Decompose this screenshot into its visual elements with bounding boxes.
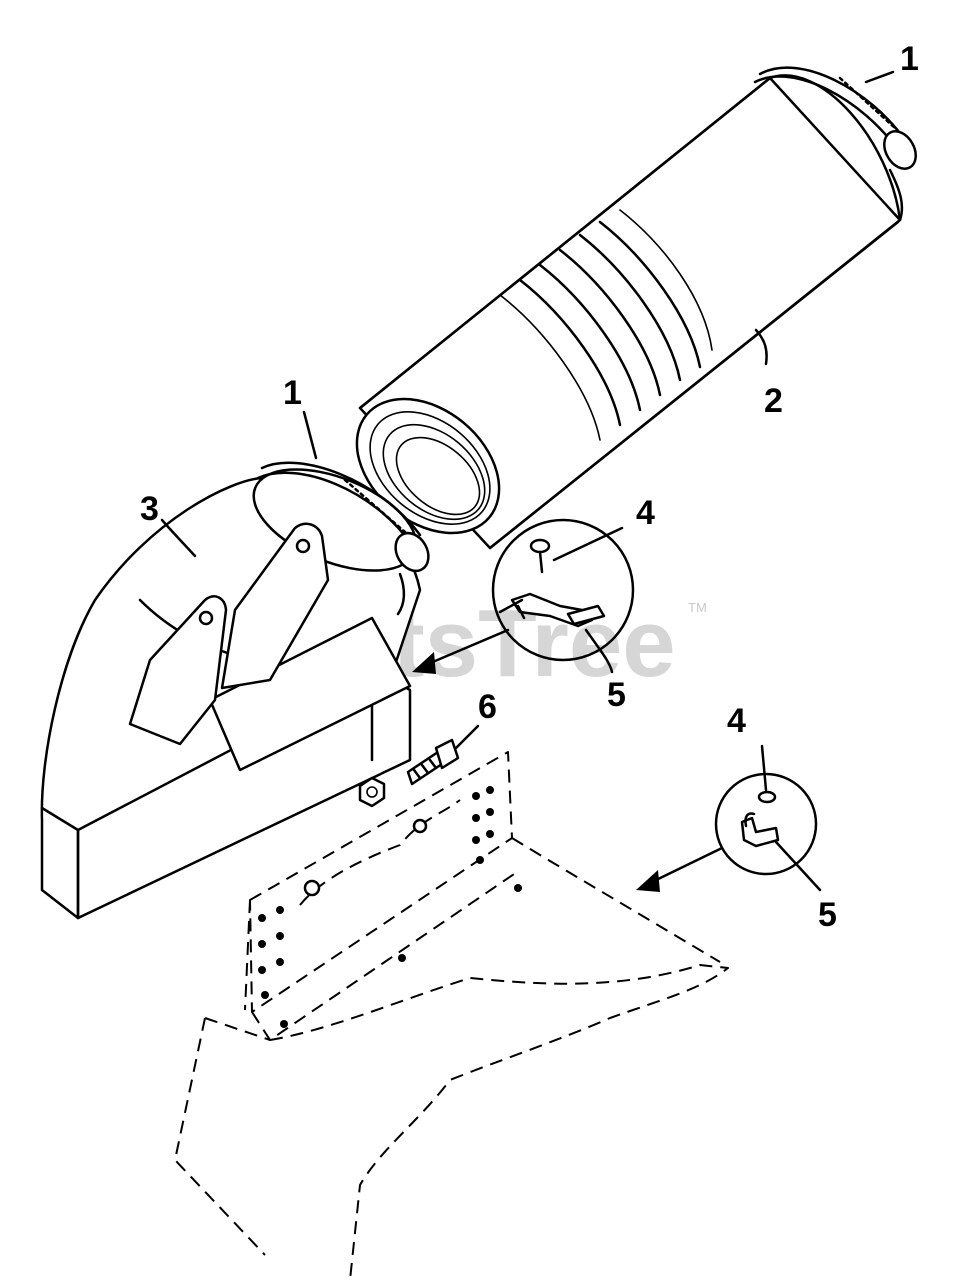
bolt-and-nut (358, 738, 460, 808)
callout-3: 3 (140, 490, 159, 528)
hose-inner-rings (369, 411, 491, 525)
mounting-bracket (174, 751, 729, 1280)
callout-1-lower: 1 (283, 374, 302, 412)
callout-5-upper: 5 (607, 676, 626, 714)
mount-tab-right (220, 522, 330, 690)
tab-hole-right (295, 538, 311, 554)
watermark-trademark: TM (688, 600, 707, 615)
tab-hole-left (198, 610, 214, 626)
detail-circle-upper (491, 518, 635, 662)
hose-clamp-lower (256, 461, 430, 616)
discharge-chute (40, 468, 422, 920)
callout-2: 2 (764, 382, 783, 420)
callout-4-lower: 4 (727, 702, 746, 740)
callout-5-lower: 5 (818, 896, 837, 934)
callout-4-upper: 4 (636, 494, 655, 532)
hose-corrugation (499, 209, 713, 441)
callout-6: 6 (478, 688, 497, 726)
mount-tab-left (128, 595, 228, 746)
blower-hose (355, 74, 902, 550)
hose-clamp-upper (753, 66, 917, 222)
callouts: 1 2 1 3 4 5 6 4 5 (140, 40, 919, 934)
leader-lines (160, 70, 895, 892)
bracket-holes (258, 786, 522, 1028)
detail-circle-lower (714, 772, 818, 876)
callout-1-upper: 1 (900, 40, 919, 78)
